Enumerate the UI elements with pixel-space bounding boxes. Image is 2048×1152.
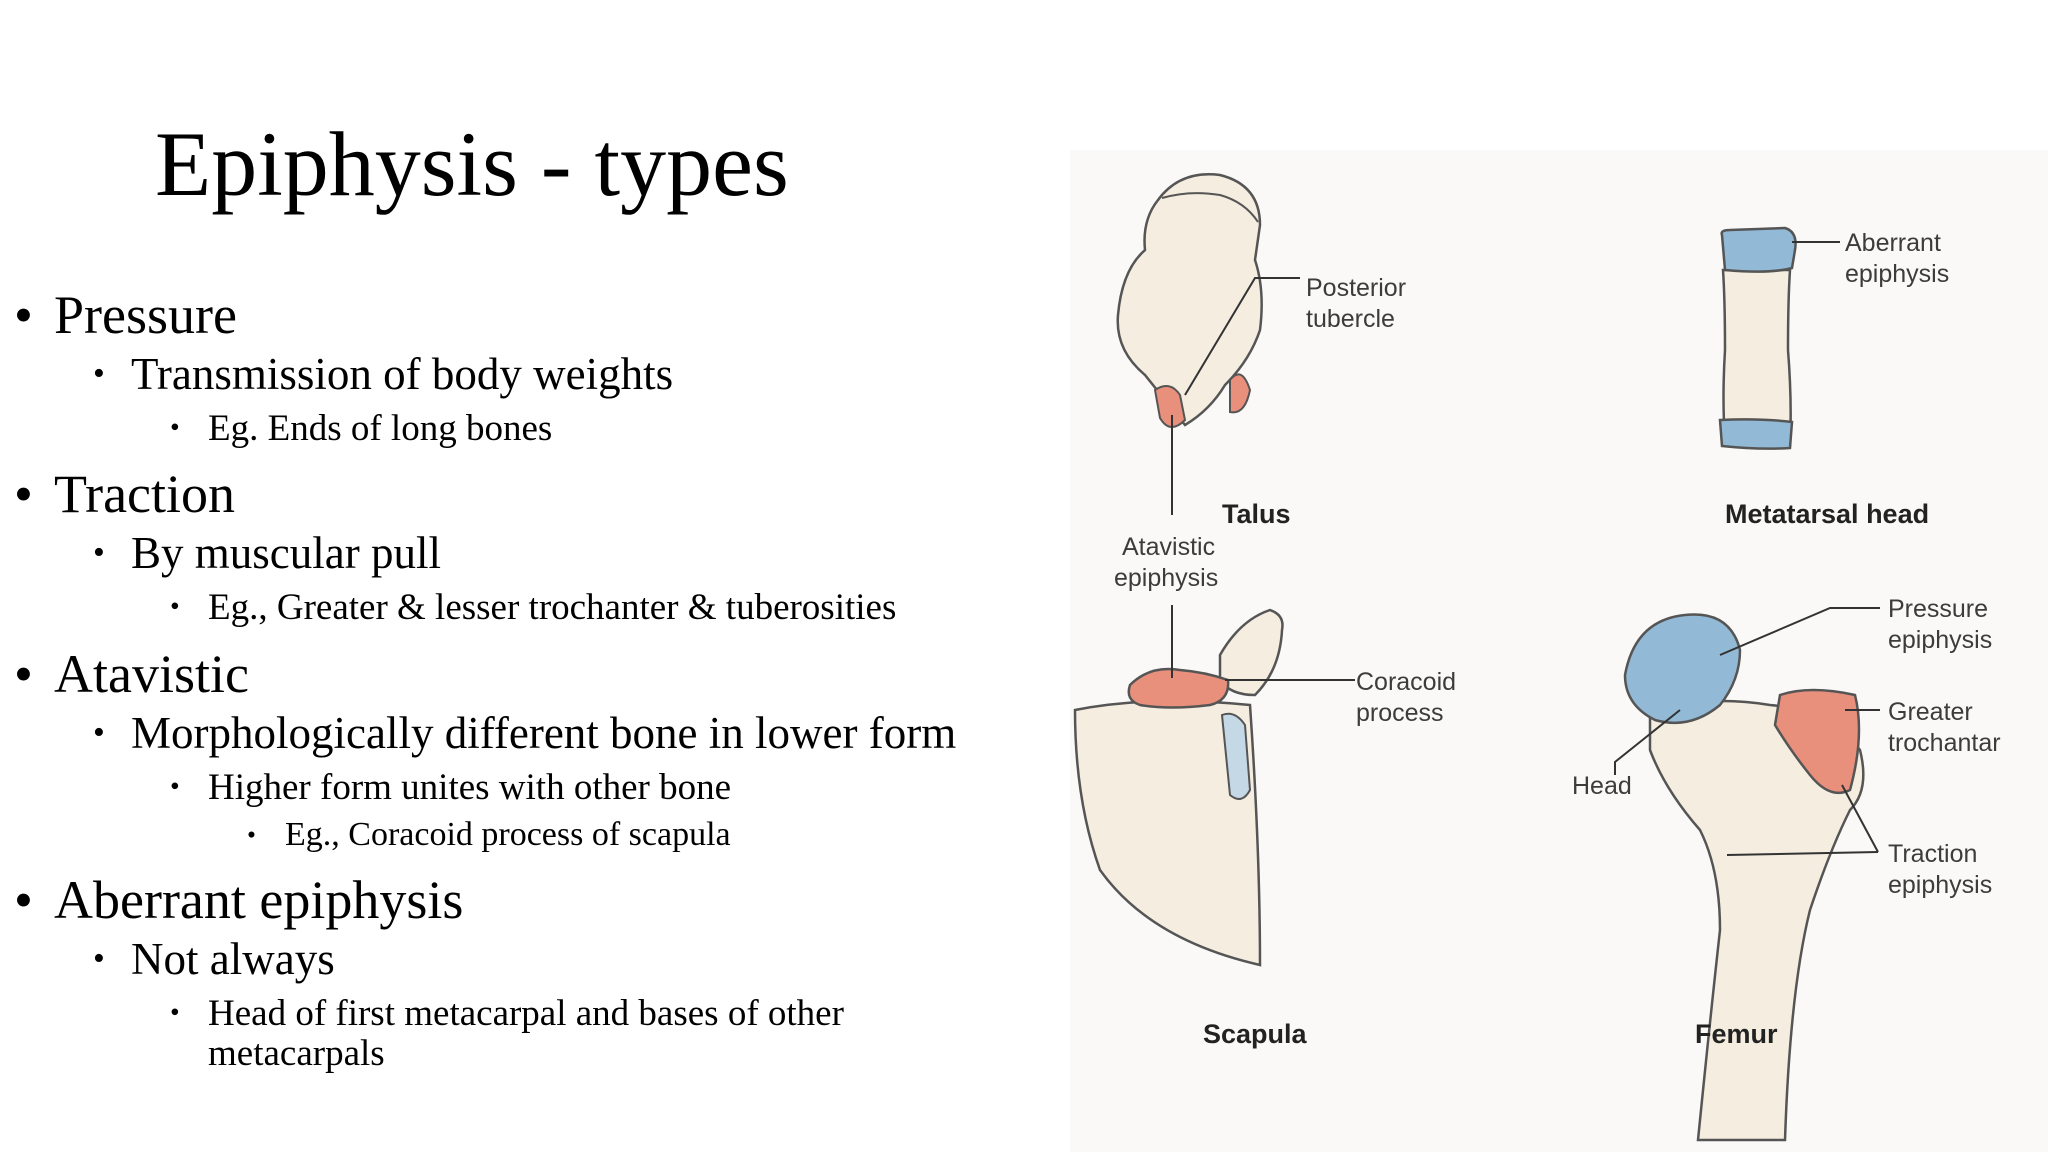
femur-head-blue (1623, 613, 1742, 725)
bullet-aberrant-eg-line1: Head of first metacarpal and bases of ot… (208, 993, 844, 1034)
caption-femur: Femur (1695, 1019, 1778, 1049)
talus-tubercle-red (1229, 373, 1252, 414)
label-pressure-1: Pressure (1888, 595, 1988, 623)
label-pressure-2: epiphysis (1888, 626, 1992, 654)
bullet-atavistic-eg: •Eg., Coracoid process of scapula (247, 816, 731, 853)
bullet-atavistic-sub-text: Morphologically different bone in lower … (131, 708, 957, 758)
bullet-traction-sub-text: By muscular pull (131, 528, 441, 578)
caption-talus: Talus (1222, 499, 1291, 529)
bullet-traction-eg-text: Eg., Greater & lesser trochanter & tuber… (208, 587, 897, 628)
metatarsal-base-blue (1718, 418, 1794, 450)
traction-leader-line-1 (1841, 784, 1879, 853)
bullet-pressure-sub-text: Transmission of body weights (131, 349, 674, 399)
bullet-pressure-sub: •Transmission of body weights (93, 349, 674, 399)
scapula-drawing: Coracoid process Scapula (1073, 605, 1456, 1049)
label-greater-1: Greater (1888, 698, 1973, 726)
bullet-pressure-eg-text: Eg. Ends of long bones (208, 408, 553, 449)
scapula-coracoid-red (1127, 667, 1230, 709)
talus-drawing: Posterior tubercle Talus Atavistic epiph… (1114, 173, 1406, 592)
bullet-aberrant: •Aberrant epiphysis (14, 870, 464, 930)
bullet-aberrant-eg: •Head of first metacarpal and bases of o… (170, 993, 844, 1034)
bullet-atavistic-sub2: •Higher form unites with other bone (170, 767, 732, 808)
bullet-atavistic-sub2-text: Higher form unites with other bone (208, 767, 732, 808)
pressure-leader-line (1719, 607, 1880, 656)
label-traction-1: Traction (1888, 840, 1977, 868)
head-leader-line (1614, 709, 1681, 775)
bullet-atavistic-sub: •Morphologically different bone in lower… (93, 708, 957, 758)
label-traction-2: epiphysis (1888, 871, 1992, 899)
label-greater-2: trochantar (1888, 729, 2001, 757)
bullet-pressure-text: Pressure (54, 285, 237, 345)
bullet-traction-sub: •By muscular pull (93, 528, 441, 578)
bullet-atavistic: •Atavistic (14, 644, 249, 704)
talus-atavistic-red (1153, 385, 1187, 428)
bullet-aberrant-sub: •Not always (93, 934, 335, 984)
label-atavistic-2: epiphysis (1114, 564, 1218, 592)
caption-metatarsal: Metatarsal head (1725, 499, 1929, 529)
label-coracoid-1: Coracoid (1356, 668, 1456, 696)
bullet-aberrant-eg-cont: metacarpals (208, 1035, 385, 1072)
talus-body (1116, 173, 1263, 427)
femur-trochanter-red (1773, 688, 1861, 795)
bullet-atavistic-text: Atavistic (54, 644, 249, 704)
bullet-pressure: •Pressure (14, 285, 237, 345)
epiphysis-illustration: Posterior tubercle Talus Atavistic epiph… (1070, 150, 2048, 1152)
epiphysis-figure: Posterior tubercle Talus Atavistic epiph… (1070, 150, 2048, 1152)
scapula-coracoid-tip (1218, 608, 1284, 697)
label-aberrant-1: Aberrant (1845, 229, 1941, 257)
femur-drawing: Pressure epiphysis Greater trochantar He… (1572, 595, 2001, 1142)
label-posterior-1: Posterior (1306, 274, 1406, 302)
label-head: Head (1572, 772, 1632, 800)
bullet-aberrant-eg-line2: metacarpals (208, 1033, 385, 1074)
talus-ridge (1161, 192, 1259, 223)
label-atavistic-1: Atavistic (1122, 533, 1215, 561)
bullet-traction: •Traction (14, 464, 236, 524)
bullet-aberrant-sub-text: Not always (131, 934, 335, 984)
label-coracoid-2: process (1356, 699, 1444, 727)
bullet-traction-eg: •Eg., Greater & lesser trochanter & tube… (170, 587, 897, 628)
label-aberrant-2: epiphysis (1845, 260, 1949, 288)
caption-scapula: Scapula (1203, 1019, 1308, 1049)
posterior-leader-line (1184, 277, 1300, 396)
bullet-traction-text: Traction (54, 464, 236, 524)
bullet-pressure-eg: •Eg. Ends of long bones (170, 408, 553, 449)
metatarsal-drawing: Aberrant epiphysis Metatarsal head (1718, 226, 1949, 529)
bullet-atavistic-eg-text: Eg., Coracoid process of scapula (285, 816, 731, 853)
label-posterior-2: tubercle (1306, 305, 1395, 333)
traction-leader-line-2 (1726, 851, 1879, 856)
scapula-glenoid (1220, 712, 1252, 800)
metatarsal-aberrant-blue (1720, 226, 1797, 273)
bullet-aberrant-text: Aberrant epiphysis (54, 870, 464, 930)
slide-title: Epiphysis - types (155, 113, 789, 215)
